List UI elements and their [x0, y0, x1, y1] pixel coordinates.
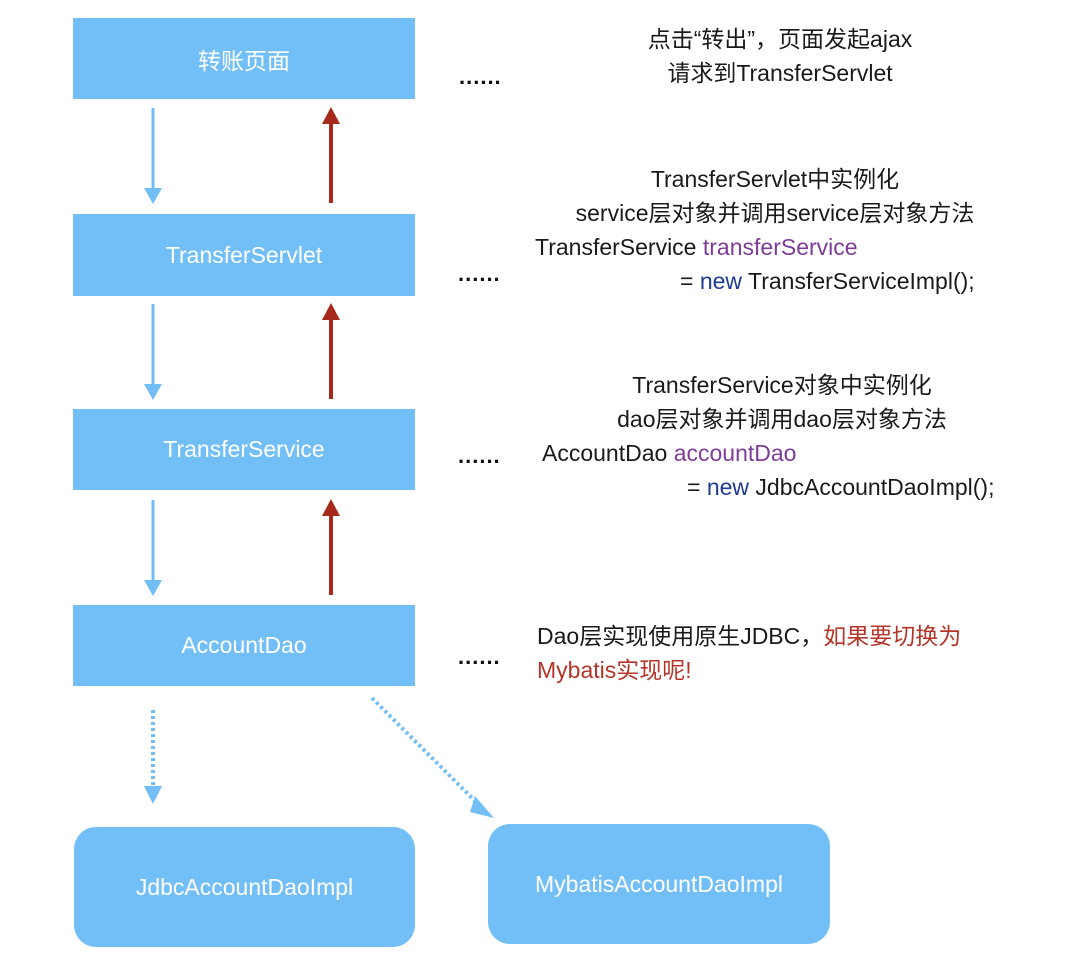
node-transfer-service: TransferService	[73, 409, 415, 490]
impl-arrow-dao-to-jdbc	[144, 710, 162, 804]
node-mybatis-account-dao-impl: MybatisAccountDaoImpl	[488, 824, 830, 944]
request-arrow-page-to-servlet	[144, 108, 162, 204]
note-dao: Dao层实现使用原生JDBC，如果要切换为 Mybatis实现呢!	[537, 619, 1037, 687]
note-line: TransferService对象中实例化	[632, 372, 932, 398]
note-servlet: TransferServlet中实例化 service层对象并调用service…	[535, 162, 1035, 298]
node-account-dao: AccountDao	[73, 605, 415, 686]
note-service: TransferService对象中实例化 dao层对象并调用dao层对象方法 …	[542, 368, 1042, 504]
code-type: TransferService	[535, 234, 697, 260]
note-text-highlight: Mybatis实现呢!	[537, 657, 692, 683]
code-variable: accountDao	[673, 440, 797, 466]
response-arrow-service-to-servlet	[322, 303, 340, 399]
code-new-keyword: new	[699, 268, 743, 294]
note-line: Dao层实现使用原生JDBC，如果要切换为	[537, 619, 1037, 653]
code-assignment: = new JdbcAccountDaoImpl();	[542, 470, 1042, 504]
response-arrow-dao-to-service	[322, 499, 340, 595]
response-arrow-servlet-to-page	[322, 107, 340, 203]
code-declaration: TransferService transferService	[535, 230, 1035, 264]
code-constructor: JdbcAccountDaoImpl();	[755, 474, 995, 500]
node-transfer-page: 转账页面	[73, 18, 415, 99]
connector-dao: ......	[458, 644, 501, 669]
code-new-keyword: new	[706, 474, 750, 500]
impl-arrow-dao-to-mybatis	[370, 696, 494, 818]
connector-servlet: ......	[458, 261, 501, 286]
note-text-highlight: 如果要切换为	[823, 623, 962, 649]
note-text-plain: Dao层实现使用原生JDBC，	[537, 623, 824, 649]
connector-page: ......	[459, 64, 502, 89]
code-constructor: TransferServiceImpl();	[748, 268, 975, 294]
connector-service: ......	[458, 443, 501, 468]
request-arrow-servlet-to-service	[144, 304, 162, 400]
node-jdbc-account-dao-impl: JdbcAccountDaoImpl	[74, 827, 415, 947]
note-line: service层对象并调用service层对象方法	[575, 200, 975, 226]
request-arrow-service-to-dao	[144, 500, 162, 596]
note-line: dao层对象并调用dao层对象方法	[617, 406, 947, 432]
note-line: TransferServlet中实例化	[650, 166, 900, 192]
note-line: 请求到TransferServlet	[667, 60, 893, 86]
node-transfer-servlet: TransferServlet	[73, 214, 415, 296]
node-label: AccountDao	[181, 632, 307, 658]
note-page: 点击“转出”，页面发起ajax 请求到TransferServlet	[560, 22, 1000, 90]
code-equals: =	[687, 474, 701, 500]
code-variable: transferService	[702, 234, 858, 260]
note-line: 点击“转出”，页面发起ajax	[647, 26, 913, 52]
code-type: AccountDao	[542, 440, 668, 466]
node-label: TransferService	[163, 436, 325, 462]
node-label: TransferServlet	[165, 241, 323, 268]
node-label: 转账页面	[198, 47, 290, 74]
node-label: JdbcAccountDaoImpl	[135, 873, 354, 900]
code-assignment: = new TransferServiceImpl();	[535, 264, 1035, 298]
code-declaration: AccountDao accountDao	[542, 436, 1042, 470]
code-equals: =	[680, 268, 694, 294]
node-label: MybatisAccountDaoImpl	[535, 870, 783, 897]
